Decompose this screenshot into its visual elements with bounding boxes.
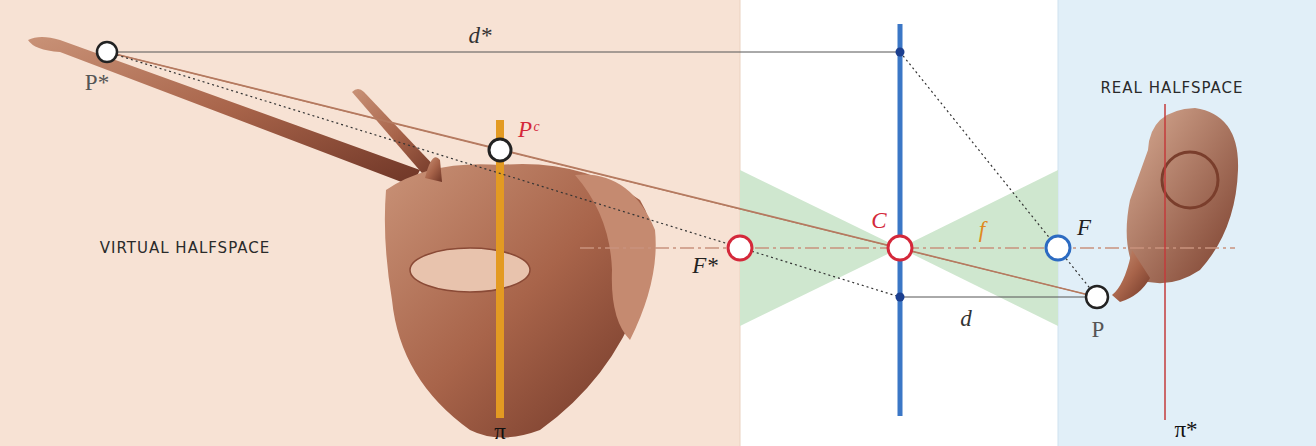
center-label: C xyxy=(871,208,886,233)
virtual-snail xyxy=(28,37,656,438)
lens-dot xyxy=(896,48,905,57)
real-snail xyxy=(1112,108,1238,302)
snail-fold xyxy=(575,175,656,340)
plane-label: π* xyxy=(1174,417,1197,442)
snail-horn xyxy=(425,157,442,182)
snail-tentacle xyxy=(352,89,440,180)
lens-dot xyxy=(896,293,905,302)
plane-label: π xyxy=(494,419,506,444)
snail-shell xyxy=(1127,108,1238,283)
distance-label: d xyxy=(960,306,972,331)
ray-dotted xyxy=(900,52,1097,297)
real-ground xyxy=(1058,0,1316,446)
ray-line xyxy=(500,150,1097,297)
focus-marker xyxy=(728,236,752,260)
center-marker xyxy=(888,236,912,260)
distance-line xyxy=(118,52,900,53)
point-label: P xyxy=(1092,317,1105,342)
region-label: REAL HALFSPACE xyxy=(1100,79,1243,97)
point-label: P* xyxy=(85,70,109,95)
point-marker xyxy=(1086,286,1108,308)
ray-line xyxy=(107,52,500,150)
real-plane xyxy=(1164,104,1166,420)
focus-label: F xyxy=(1077,215,1091,240)
virtual-ground xyxy=(0,0,740,446)
point-marker xyxy=(489,139,511,161)
snail-tentacle xyxy=(28,37,420,186)
virtual-plane xyxy=(496,120,504,418)
snail-foot-cut xyxy=(410,248,530,292)
shell-spiral xyxy=(1162,152,1218,208)
halfspace-panel: REAL HALFSPACE xyxy=(1058,0,1316,446)
distance-label: d* xyxy=(469,23,492,48)
halfspace-panel: VIRTUAL HALFSPACE xyxy=(0,0,740,446)
focus-marker xyxy=(1046,236,1070,260)
point-label: Pᶜ xyxy=(518,117,538,142)
point-marker xyxy=(97,42,117,62)
focus-label: F* xyxy=(692,253,718,278)
focal-length-label: f xyxy=(977,217,987,242)
lens-line xyxy=(898,24,903,416)
snail-head xyxy=(1112,250,1150,302)
ray-dotted xyxy=(107,52,900,297)
region-label: VIRTUAL HALFSPACE xyxy=(100,239,270,257)
ray-line xyxy=(107,52,1097,297)
distance-line xyxy=(900,297,1086,298)
